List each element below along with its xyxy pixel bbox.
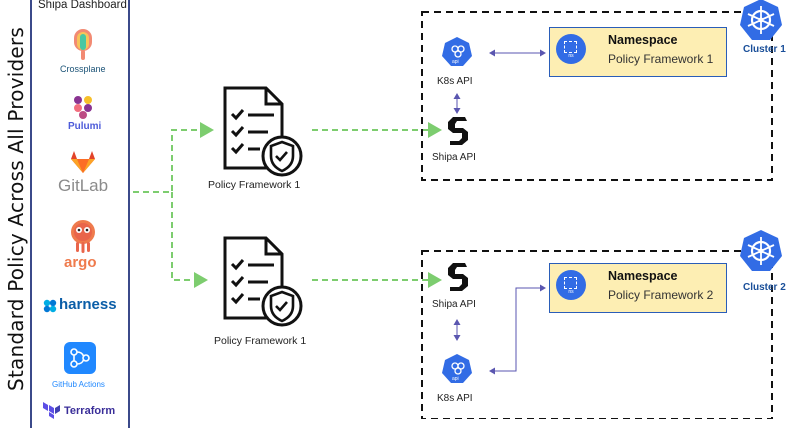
namespace-box-2: ns Namespace Policy Framework 2	[549, 263, 727, 313]
github-actions-icon	[70, 348, 90, 368]
harness-label: harness	[59, 296, 117, 313]
github-actions-label: GitHub Actions	[52, 380, 105, 389]
sync-k8s-namespace-2	[489, 284, 546, 375]
pulumi-label: Pulumi	[68, 121, 102, 132]
gitlab-icon	[71, 151, 95, 173]
shipa-api-label-2: Shipa API	[432, 299, 476, 310]
namespace-policy-1: Policy Framework 1	[608, 52, 714, 66]
policy-document-1	[220, 86, 304, 183]
harness-icon	[43, 299, 57, 313]
pulumi-logo	[70, 95, 96, 124]
k8s-api-icon	[441, 36, 473, 68]
policy-document-2	[220, 236, 304, 333]
namespace-title-2: Namespace	[608, 269, 678, 283]
namespace-box-1: ns Namespace Policy Framework 1	[549, 27, 727, 77]
flow-dashboard-to-policy-2	[171, 192, 208, 288]
namespace-icon: ns	[556, 270, 586, 300]
harness-logo	[42, 298, 58, 319]
k8s-api-badge: api	[452, 59, 459, 65]
namespace-title-1: Namespace	[608, 33, 678, 47]
dashboard-panel: Shipa Dashboard	[30, 0, 130, 428]
connector-layer	[133, 11, 773, 419]
crossplane-label: Crossplane	[60, 64, 106, 74]
argo-label: argo	[64, 254, 97, 271]
terraform-label: Terraform	[64, 405, 116, 417]
flow-dashboard-to-policy-1	[133, 122, 214, 193]
cluster-1-boundary	[421, 11, 773, 181]
k8s-api-icon	[441, 353, 473, 385]
namespace-badge: ns	[568, 53, 574, 59]
cluster-label-2: Cluster 2	[743, 282, 786, 293]
dashboard-title: Shipa Dashboard	[38, 0, 127, 11]
cluster-label-1: Cluster 1	[743, 44, 786, 55]
crossplane-logo	[72, 28, 94, 67]
namespace-badge: ns	[568, 289, 574, 295]
crossplane-icon	[74, 29, 92, 60]
policy-document-icon	[223, 86, 303, 177]
k8s-api-badge: api	[452, 376, 459, 382]
sync-arrows	[453, 49, 546, 375]
argo-logo	[68, 218, 98, 259]
gitlab-label: GitLab	[58, 176, 109, 195]
pulumi-icon	[74, 96, 92, 119]
terraform-logo	[42, 402, 62, 424]
namespace-policy-2: Policy Framework 2	[608, 288, 714, 302]
argo-icon	[71, 220, 95, 253]
k8s-api-label-2: K8s API	[437, 393, 473, 404]
flow-arrows	[133, 122, 442, 288]
terraform-icon	[43, 402, 60, 419]
shipa-api-icon	[446, 262, 472, 292]
shipa-api-icon	[446, 116, 472, 146]
shipa-api-label-1: Shipa API	[432, 152, 476, 163]
github-actions-logo	[64, 342, 96, 374]
kubernetes-helm-icon	[739, 229, 783, 273]
namespace-icon: ns	[556, 34, 586, 64]
kubernetes-helm-icon	[739, 0, 783, 42]
gitlab-logo	[70, 150, 96, 179]
policy-label-1: Policy Framework 1	[208, 179, 301, 191]
policy-document-icon	[223, 236, 303, 327]
cluster-2-boundary	[421, 250, 773, 419]
policy-label-2: Policy Framework 1	[214, 335, 307, 347]
k8s-api-label-1: K8s API	[437, 76, 473, 87]
